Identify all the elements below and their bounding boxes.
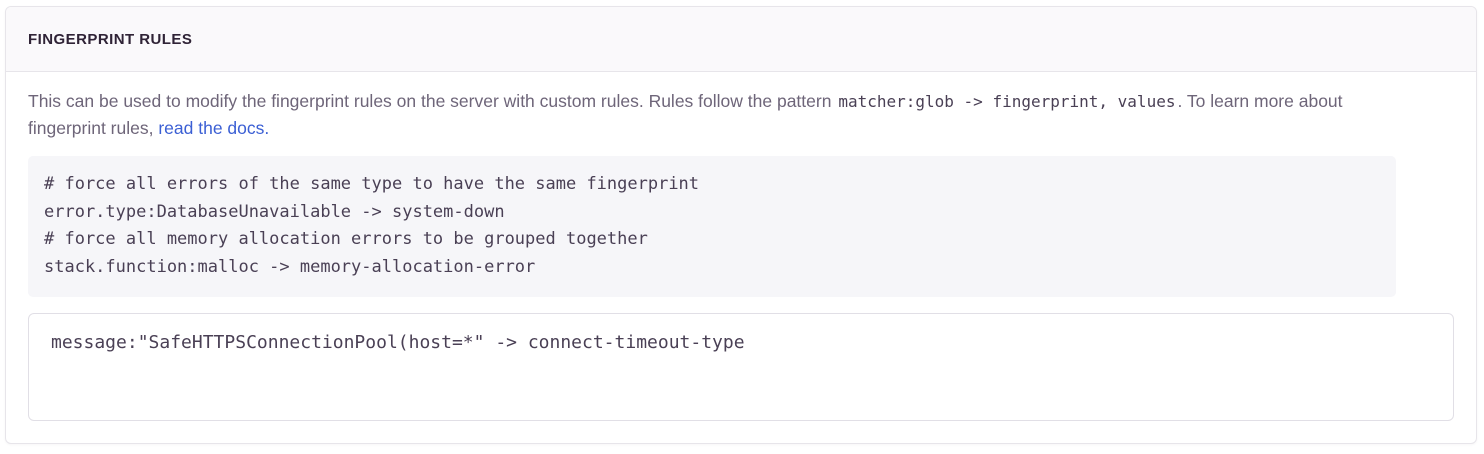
panel-header: FINGERPRINT RULES [6, 7, 1476, 72]
fingerprint-rules-input[interactable] [28, 313, 1454, 422]
example-rules-code-block: # force all errors of the same type to h… [28, 156, 1396, 298]
description-text: This can be used to modify the fingerpri… [28, 88, 1398, 142]
read-the-docs-link[interactable]: read the docs. [158, 118, 270, 139]
fingerprint-rules-panel: FINGERPRINT RULES This can be used to mo… [5, 6, 1477, 444]
panel-body: This can be used to modify the fingerpri… [6, 72, 1476, 441]
description-part-2: . To learn more about fingerprint rules, [28, 91, 1343, 139]
inline-code-pattern: matcher:glob -> fingerprint, values [838, 92, 1176, 111]
description-part-1: This can be used to modify the fingerpri… [28, 91, 837, 111]
page-title: FINGERPRINT RULES [28, 30, 193, 48]
